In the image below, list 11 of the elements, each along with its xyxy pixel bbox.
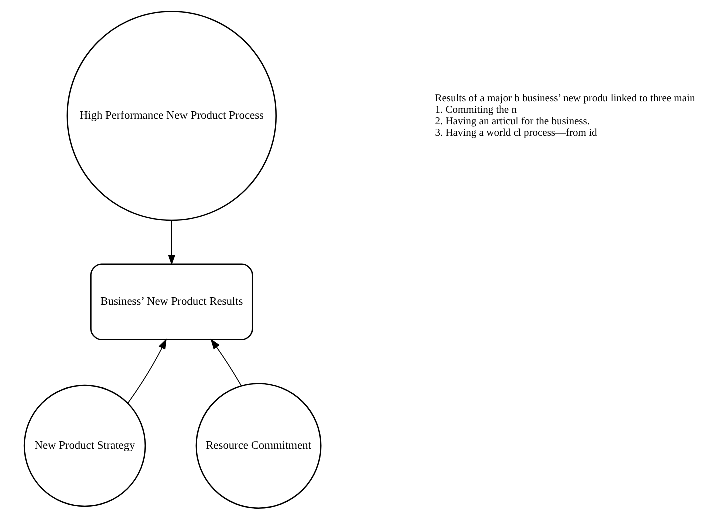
- node-circle: Resource Commitment: [196, 383, 322, 509]
- label: 1. Commiting the n: [435, 105, 517, 116]
- node-circle: New Product Strategy: [24, 384, 146, 508]
- label: 2. Having an articul for the business.: [435, 116, 590, 128]
- node-circle: High Performance New Product Process: [66, 11, 277, 222]
- node-box: Business’ New Product Results: [90, 264, 254, 341]
- label: 3. Having a world cl process—from id: [435, 128, 598, 139]
- label: Results of a major b business’ new produ linked to three main: [435, 94, 696, 105]
- arrow: [128, 338, 167, 404]
- arrow: [168, 220, 176, 266]
- arrow: [210, 338, 242, 387]
